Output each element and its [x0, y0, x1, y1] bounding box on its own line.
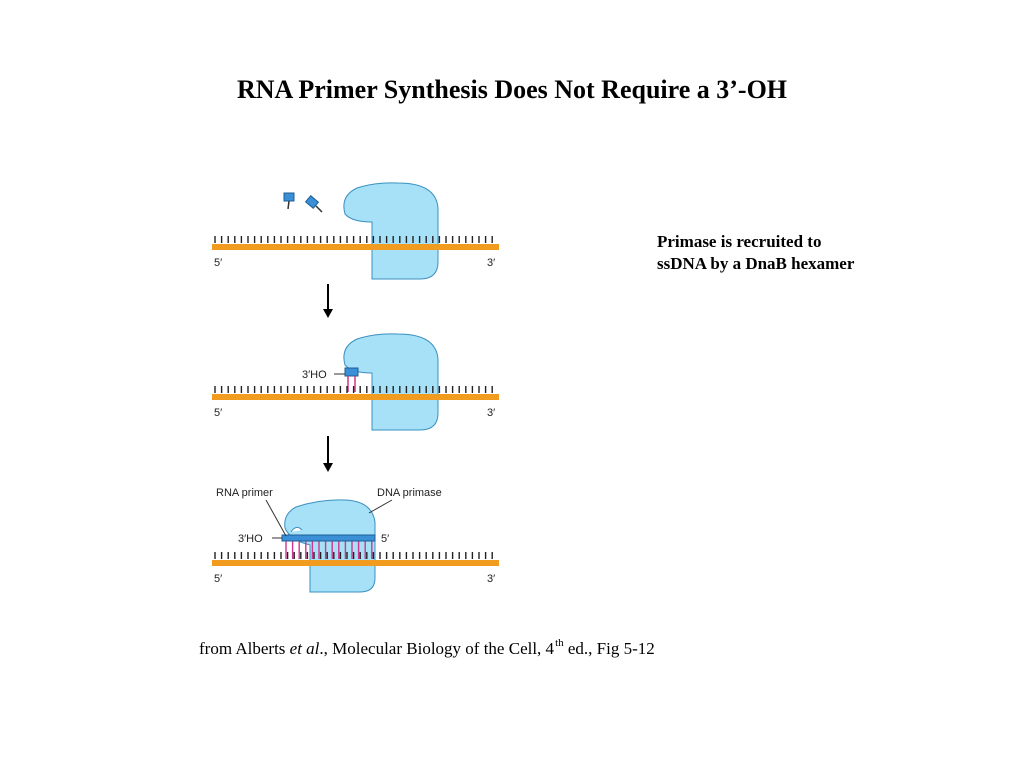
- rna-primer-pointer: [265, 499, 287, 537]
- strand-bases: [214, 236, 493, 243]
- label-rna-primer: RNA primer: [216, 487, 273, 499]
- citation: from Alberts et al., Molecular Biology o…: [199, 637, 655, 659]
- caption-line-1: Primase is recruited to: [657, 232, 822, 251]
- strand-bases: [214, 386, 493, 393]
- label-3oh: 3′HO: [302, 369, 327, 381]
- primase-notch: [290, 526, 303, 533]
- end-label-3: 3′: [487, 257, 495, 269]
- label-primer-5: 5′: [381, 533, 389, 545]
- label-3oh: 3′HO: [238, 533, 263, 545]
- caption-line-2: ssDNA by a DnaB hexamer: [657, 254, 855, 273]
- panel-3: 3′HO 5′ RNA primer DNA primase 5′ 3′: [212, 487, 499, 593]
- end-label-5: 5′: [214, 407, 222, 419]
- primer-base-pairs: [285, 541, 373, 559]
- primase-enzyme: [284, 499, 376, 593]
- free-nucleotides: [283, 192, 323, 213]
- slide-title: RNA Primer Synthesis Does Not Require a …: [236, 75, 788, 104]
- down-arrow: [323, 436, 333, 472]
- primase-enzyme: [343, 182, 439, 280]
- nucleotide-icon: [304, 195, 323, 213]
- panel-2: 3′HO 5′ 3′: [212, 333, 499, 431]
- dna-strand: [212, 560, 499, 566]
- citation-middle: ., Molecular Biology of the Cell, 4: [319, 639, 555, 658]
- label-dna-primase: DNA primase: [377, 487, 442, 499]
- citation-suffix: ed., Fig 5-12: [563, 639, 655, 658]
- panel-1: 5′ 3′: [212, 182, 499, 280]
- end-label-3: 3′: [487, 573, 495, 585]
- caption: Primase is recruited to ssDNA by a DnaB …: [657, 231, 907, 275]
- dna-strand: [212, 244, 499, 250]
- dna-strand: [212, 394, 499, 400]
- bound-nucleotides: [344, 367, 359, 392]
- citation-etal: et al: [289, 639, 320, 658]
- rna-primer: [281, 534, 376, 542]
- end-label-3: 3′: [487, 407, 495, 419]
- citation-prefix: from Alberts: [199, 639, 290, 658]
- end-label-5: 5′: [214, 257, 222, 269]
- down-arrow: [323, 284, 333, 318]
- primase-enzyme: [343, 333, 439, 431]
- end-label-5: 5′: [214, 573, 222, 585]
- strand-bases: [214, 552, 493, 559]
- citation-sup: th: [555, 637, 564, 649]
- dna-primase-pointer: [368, 499, 393, 514]
- nucleotide-icon: [283, 192, 295, 210]
